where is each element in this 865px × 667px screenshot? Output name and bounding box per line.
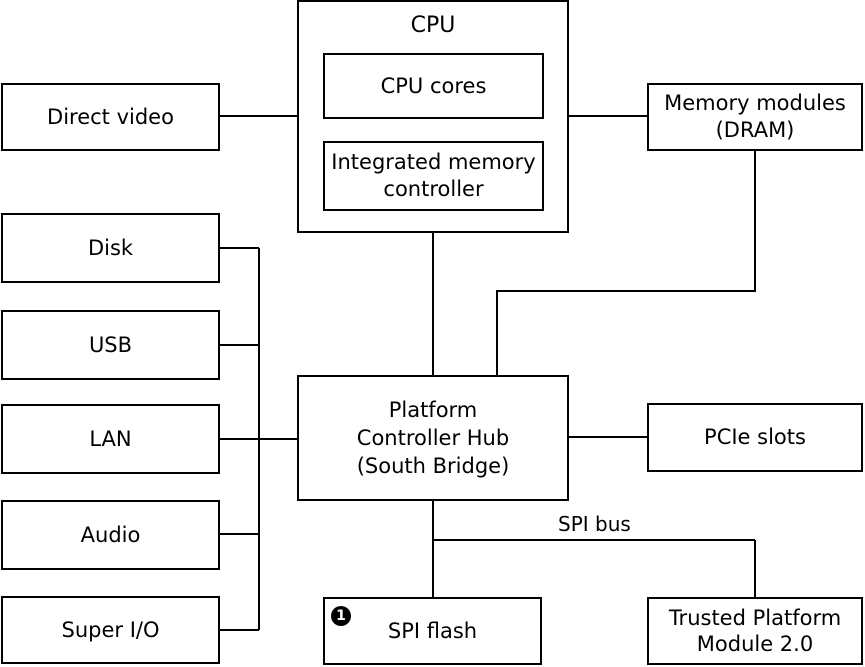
pcie-slots-box: PCIe slots <box>647 403 863 472</box>
spi-flash-box: SPI flash <box>323 597 542 665</box>
spi-bus-label: SPI bus <box>558 512 631 536</box>
direct-video-box: Direct video <box>1 83 220 151</box>
trusted-platform-module-box: Trusted Platform Module 2.0 <box>647 597 863 665</box>
integrated-memory-controller-box: Integrated memory controller <box>323 141 544 211</box>
memory-modules-box: Memory modules (DRAM) <box>647 83 863 151</box>
usb-box: USB <box>1 310 220 380</box>
super-io-box: Super I/O <box>1 596 220 664</box>
cpu-cores-box: CPU cores <box>323 53 544 119</box>
lan-box: LAN <box>1 404 220 474</box>
disk-box: Disk <box>1 213 220 283</box>
audio-box: Audio <box>1 500 220 570</box>
callout-marker: 1 <box>331 606 351 626</box>
cpu-title: CPU <box>410 13 456 38</box>
platform-controller-hub-box: Platform Controller Hub (South Bridge) <box>297 375 569 501</box>
